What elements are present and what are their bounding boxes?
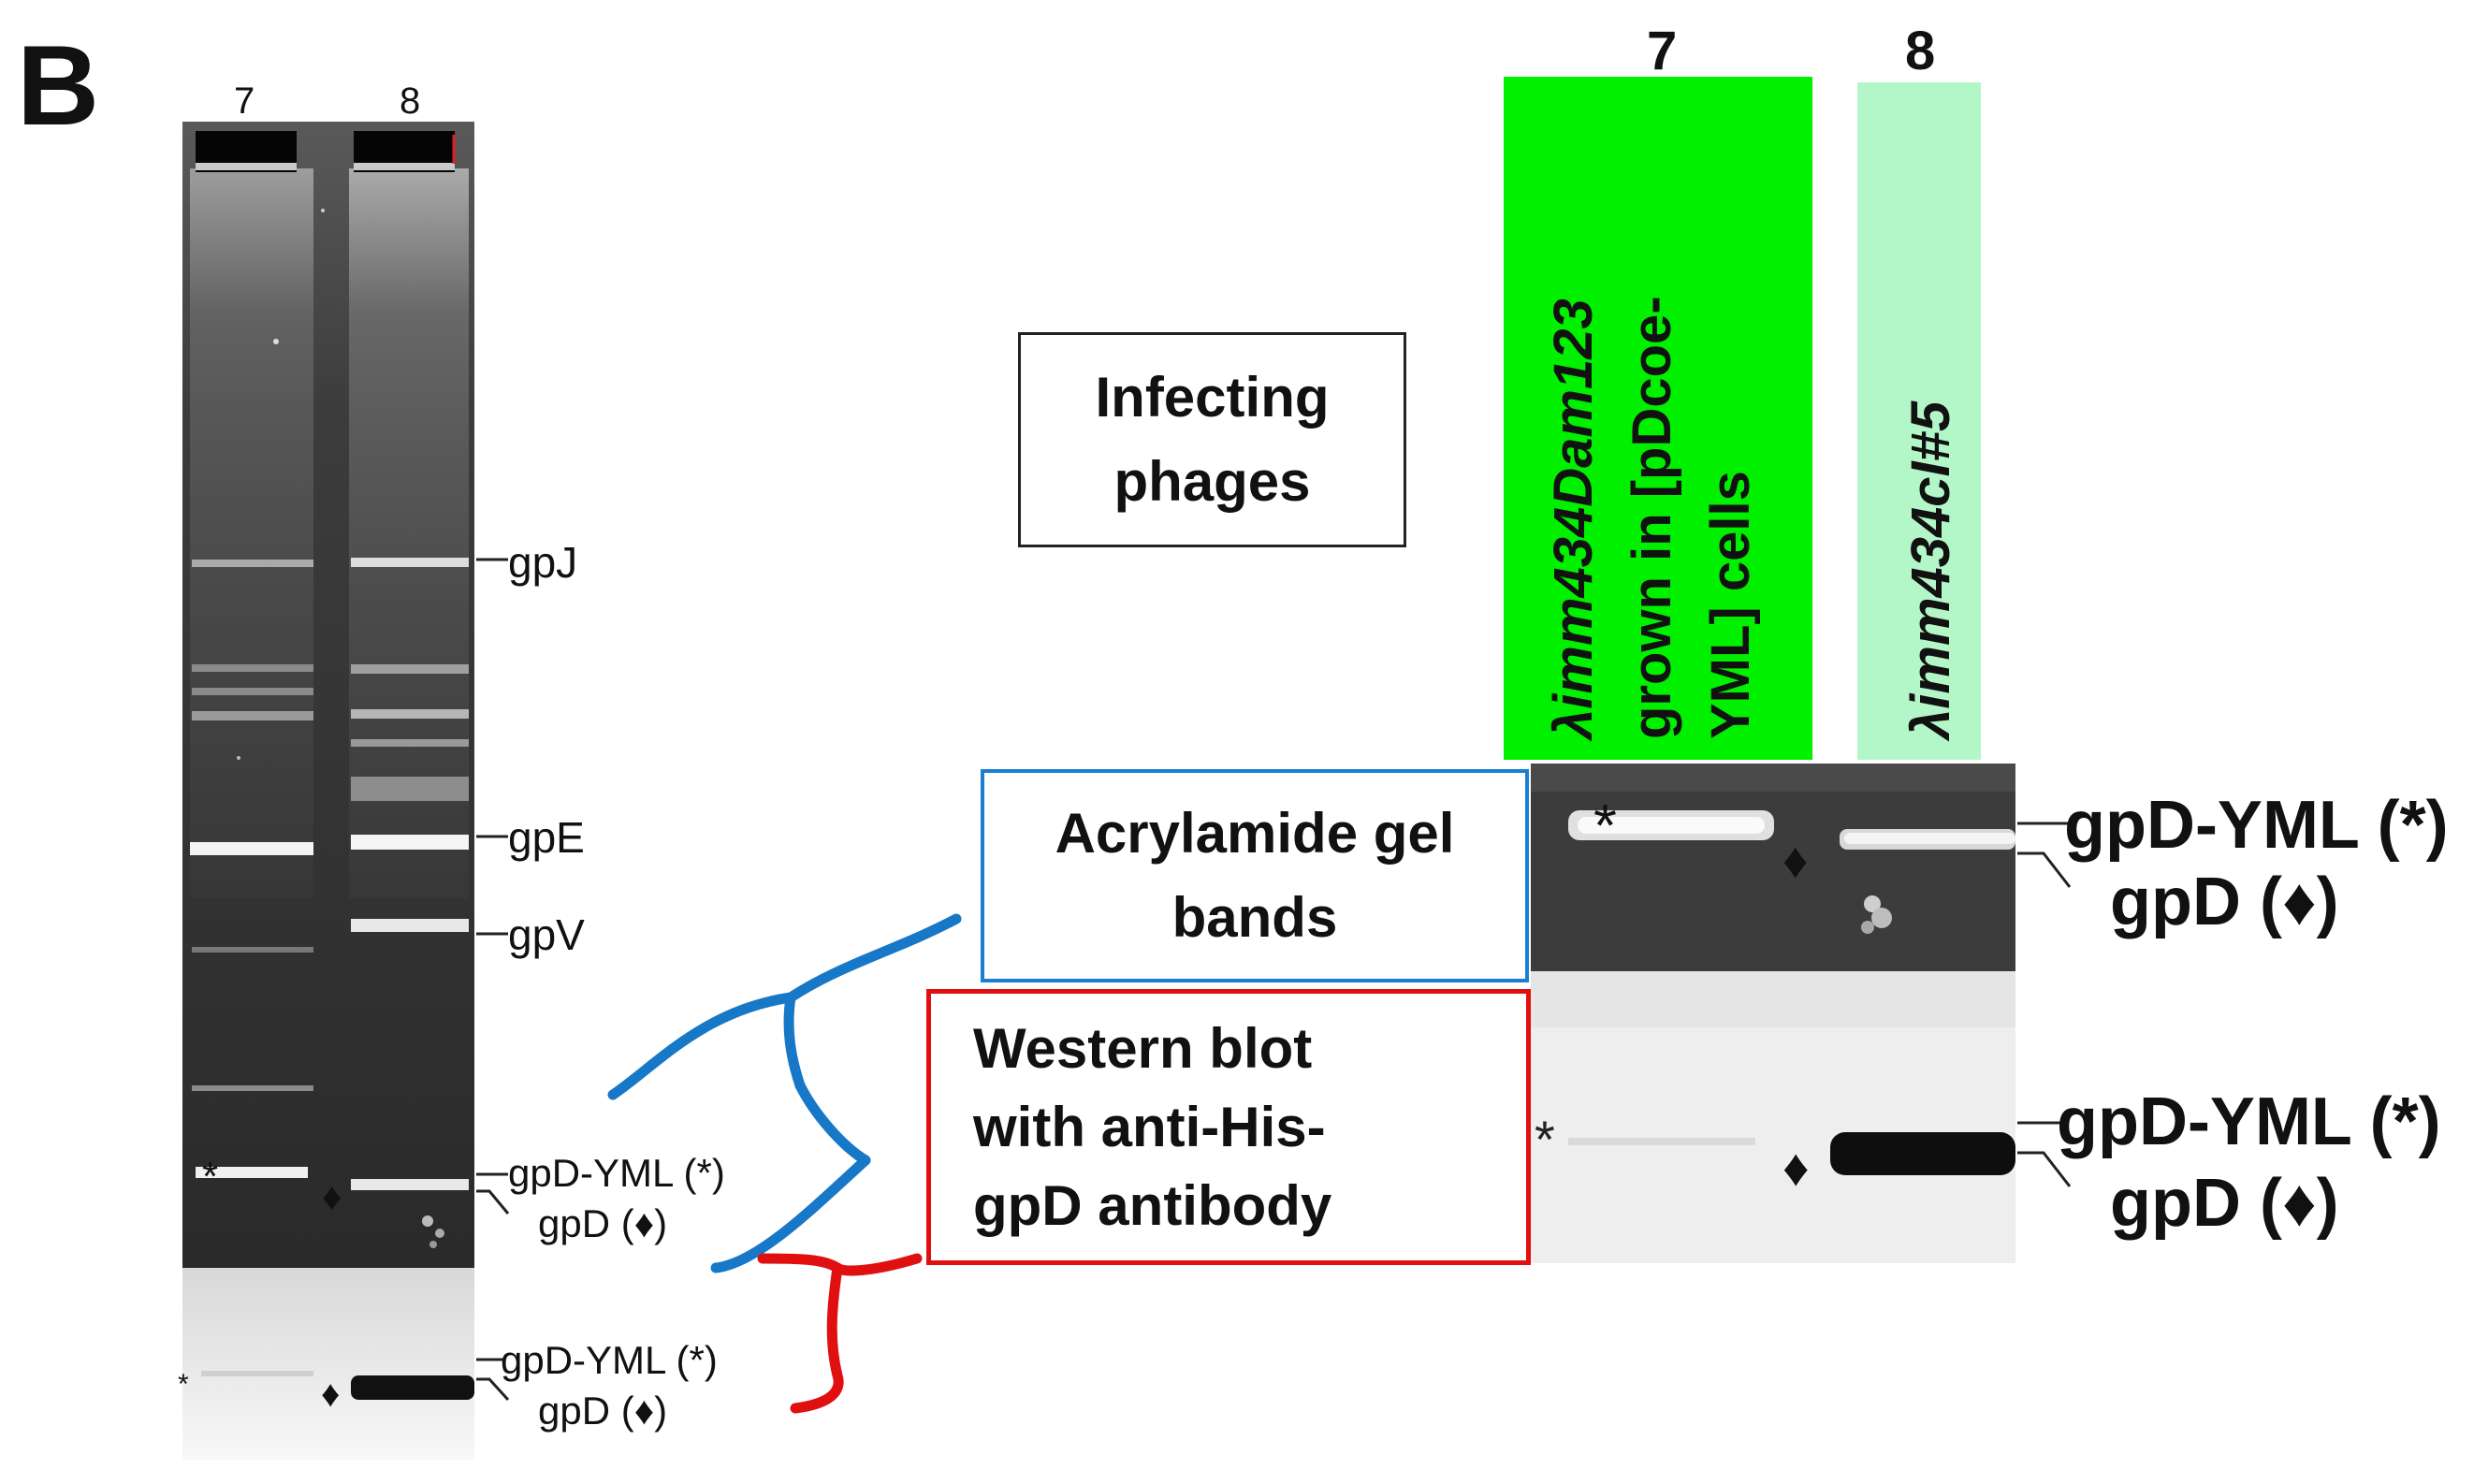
band-label-gpE: gpE [508,813,585,862]
right-label-leaders [2017,822,2072,1187]
bracket-lines [607,913,962,1414]
infecting-line1: Infecting [1095,366,1330,429]
left-western-diamond: ♦ [321,1374,341,1415]
right-gel-diamond: ♦ [1782,833,1809,889]
lane-7-header-bar [1504,77,1812,760]
band-label-gpD-YML: gpD-YML (*) [508,1151,725,1195]
lane-7-label-line3: YML] cells [1700,471,1762,739]
band-label-gpV: gpV [508,910,585,959]
panel-letter: B [17,22,100,149]
right-gel-label-gpD-YML: gpD-YML (*) [2064,788,2449,863]
western-label-gpD: gpD (♦) [538,1389,668,1433]
left-western-image [182,1268,474,1460]
western-box-line2: with anti-His- [973,1095,1326,1158]
lane-8-header-bar [1857,82,1981,760]
infecting-line2: phages [1113,450,1311,513]
right-western-label-gpD-YML: gpD-YML (*) [2057,1084,2441,1159]
right-gel-image [1531,764,2015,971]
left-asterisk-mark: * [202,1154,219,1200]
lane-7-label-line1: λimm434Dam123 [1543,298,1604,739]
right-lane-7-number: 7 [1647,21,1678,81]
left-gel-image [182,122,474,1273]
left-lane-8-number: 8 [400,80,421,122]
right-western-image [1531,971,2015,1263]
lane-7-label-line2: grown in [pDcoe- [1622,296,1683,739]
western-box-line1: Western blot [973,1016,1313,1080]
right-gel-label-gpD: gpD (♦) [2110,865,2339,939]
left-western-asterisk: * [178,1369,189,1400]
western-box-line3: gpD antibody [973,1173,1332,1237]
right-western-asterisk: * [1535,1110,1555,1169]
gel-box-line2: bands [1171,886,1338,949]
right-western-label-gpD: gpD (♦) [2110,1166,2339,1241]
western-label-gpD-YML: gpD-YML (*) [501,1338,718,1382]
acrylamide-gel-box: Acrylamide gel bands [981,769,1529,982]
band-label-gpJ: gpJ [508,538,578,587]
western-blot-box: Western blot with anti-His- gpD antibody [926,989,1531,1265]
left-label-leaders [476,558,510,1402]
band-label-gpD: gpD (♦) [538,1201,668,1245]
right-lane-8-number: 8 [1905,21,1936,81]
right-gel-asterisk: * [1593,792,1617,859]
infecting-phages-box: Infecting phages [1018,332,1406,547]
right-western-diamond: ♦ [1782,1138,1810,1197]
left-diamond-mark: ♦ [322,1174,342,1218]
lane-7-label: λimm434Dam123 grown in [pDcoe- YML] cell… [1535,140,1770,739]
left-lane-7-number: 7 [234,80,255,122]
lane-8-label: λimm434cI#5 [1900,400,1961,739]
gel-box-line1: Acrylamide gel [1055,802,1455,865]
